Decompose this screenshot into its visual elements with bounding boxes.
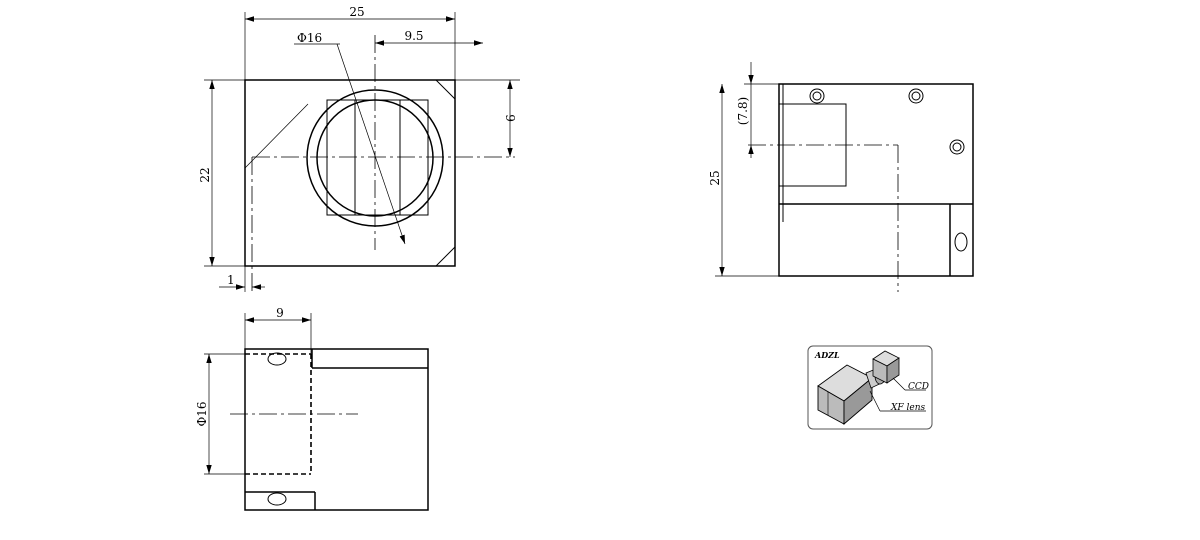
bottom-view: 9 Φ16: [195, 306, 429, 511]
dim-lens-offset-label: 9.5: [404, 29, 423, 43]
assembly-inset: ADZL CCD XF lens: [807, 345, 933, 430]
dim-center-height-label: 9: [503, 114, 517, 122]
dim-side-height-label: 25: [708, 170, 722, 185]
mounting-hole-bottom: [267, 492, 287, 506]
dim-bottom-offset-label: 9: [276, 306, 284, 320]
screw-icon: [809, 88, 825, 104]
screw-icon: [952, 142, 962, 152]
side-body-outline: [778, 83, 974, 277]
front-body-outline: [244, 79, 456, 267]
dim-edge-offset-label: 1: [227, 273, 235, 287]
chamfer-top-right: [435, 79, 456, 100]
chamfer-diagonal: [244, 103, 309, 169]
dim-sensor-offset-label: (7.8): [736, 97, 750, 125]
dim-width-label: 25: [349, 5, 364, 19]
bottom-body-outline: [244, 348, 429, 511]
lens-block-icon: [817, 364, 873, 425]
front-view: 25 Φ16 9.5 9 22 1: [198, 5, 520, 292]
mounting-hole-top: [267, 352, 287, 366]
leader-diameter: [336, 43, 406, 245]
ccd-cube-icon: [872, 350, 900, 384]
chamfer-bottom-right: [435, 246, 456, 267]
side-mounting-hole: [954, 232, 968, 252]
inset-title: ADZL: [814, 350, 840, 360]
sensor-window: [326, 99, 429, 216]
side-view: (7.8) 25: [708, 62, 974, 292]
ccd-label: CCD: [908, 382, 929, 392]
screw-icon: [812, 91, 822, 101]
dim-lens-diameter-label: Φ16: [297, 31, 322, 45]
ccd-leader: [892, 377, 906, 391]
lens-leader: [869, 390, 881, 412]
lens-label: XF lens: [890, 403, 926, 413]
screw-icon: [908, 88, 924, 104]
dim-height-label: 22: [198, 167, 212, 182]
dim-bottom-diameter-label: Φ16: [195, 401, 209, 426]
screw-icon: [911, 91, 921, 101]
screw-icon: [949, 139, 965, 155]
